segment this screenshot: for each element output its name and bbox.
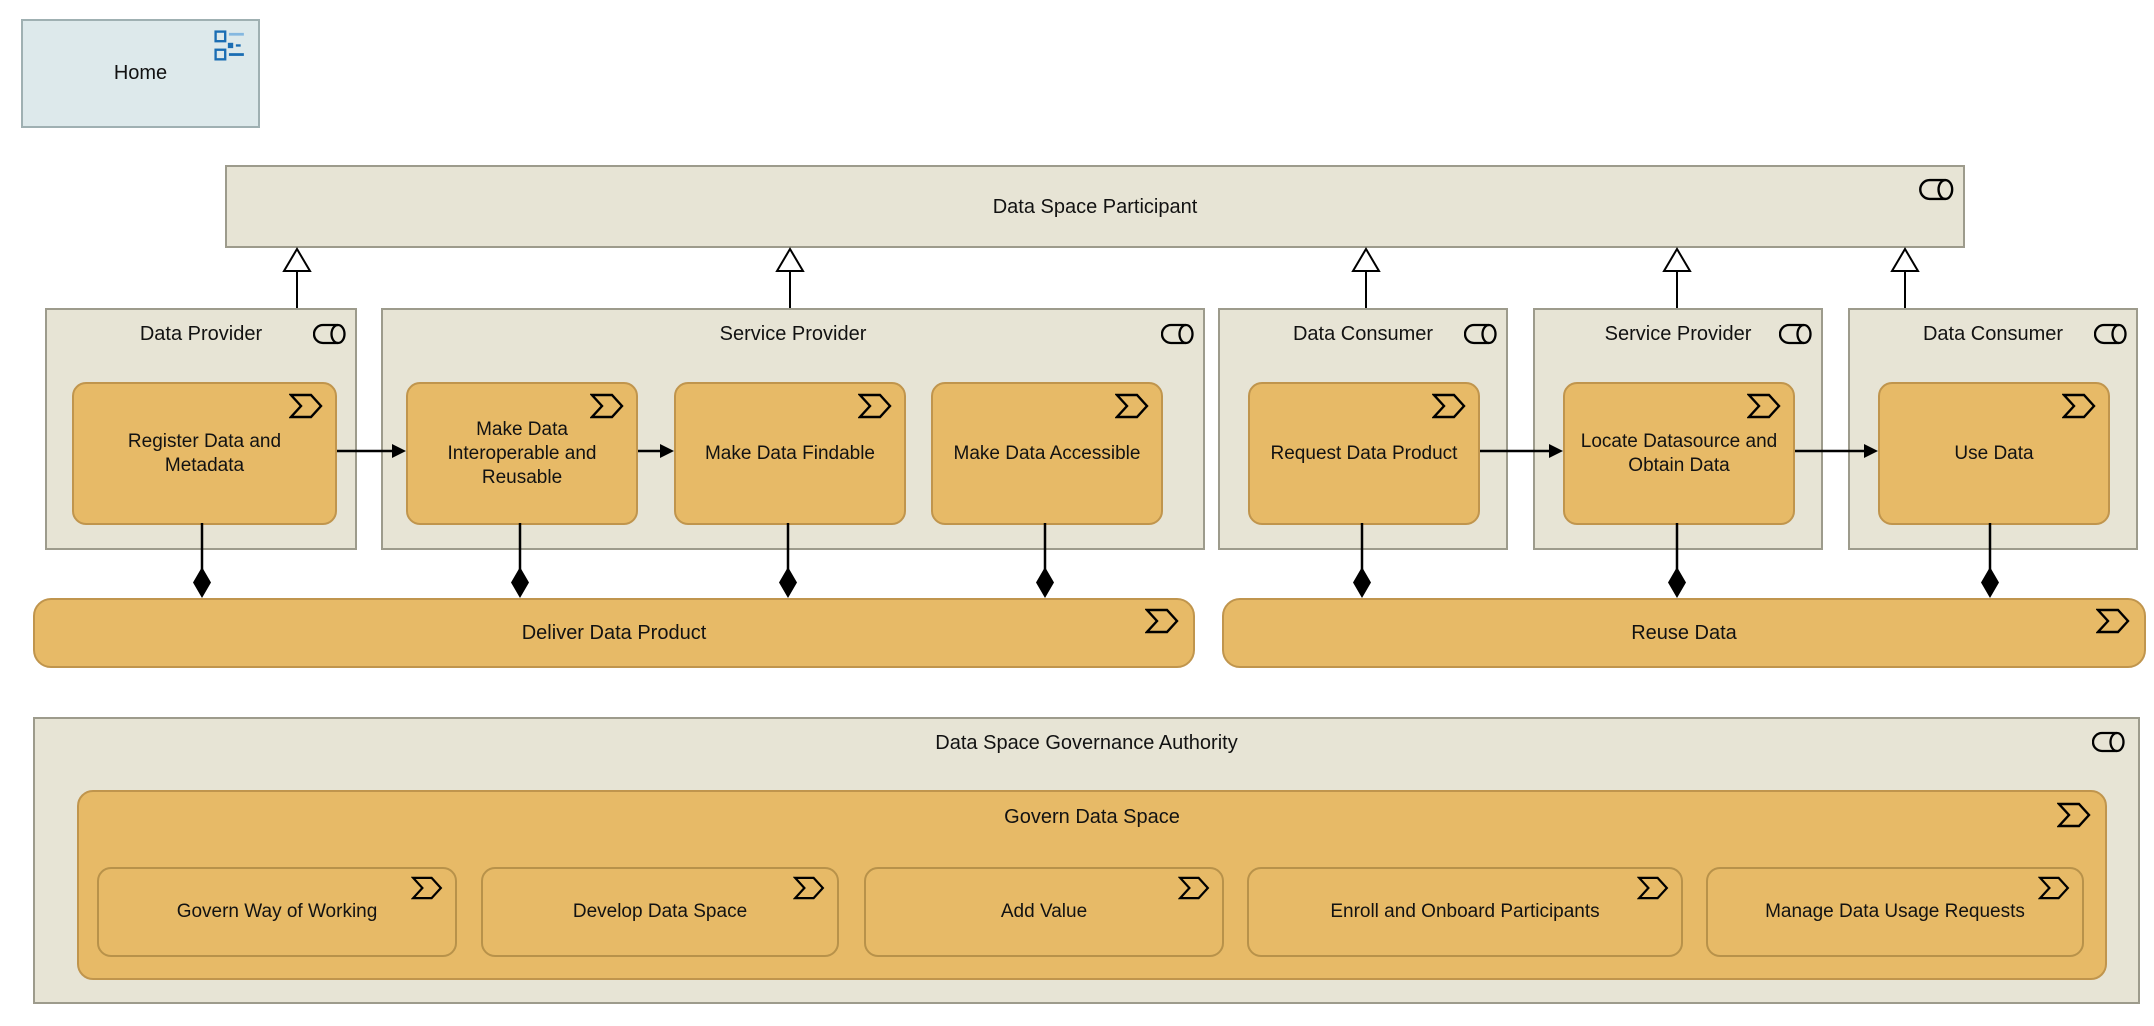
process-request-data-product[interactable]: Request Data Product [1248, 382, 1480, 525]
process-label: Register Data and Metadata [127, 430, 282, 476]
role-icon [1919, 178, 1954, 201]
process-icon [2062, 393, 2096, 419]
process-reuse-data[interactable]: Reuse Data [1222, 598, 2146, 668]
process-manage-data-usage-requests[interactable]: Manage Data Usage Requests [1706, 867, 2084, 957]
process-label: Make Data Accessible [953, 442, 1141, 464]
role-icon [2092, 731, 2125, 753]
process-icon [2038, 876, 2070, 900]
process-deliver-data-product[interactable]: Deliver Data Product [33, 598, 1195, 668]
diagram-view-icon [214, 30, 244, 61]
process-icon [590, 393, 624, 419]
process-label: Request Data Product [1270, 442, 1458, 464]
specialization-connector-data-consumer-1 [1351, 247, 1381, 308]
specialization-connector-data-consumer-2 [1890, 247, 1920, 308]
process-label: Reuse Data [1631, 622, 1737, 644]
process-label: Govern Data Space [1004, 806, 1180, 828]
specialization-connector-service-provider-2 [1662, 247, 1692, 308]
process-icon [2057, 802, 2091, 828]
process-icon [1637, 876, 1669, 900]
process-label: Deliver Data Product [521, 622, 707, 644]
role-data-provider[interactable]: Data Provider Register Data and Metadata [45, 308, 357, 550]
process-enroll-and-onboard-participants[interactable]: Enroll and Onboard Participants [1247, 867, 1683, 957]
process-make-data-findable[interactable]: Make Data Findable [674, 382, 906, 525]
process-govern-way-of-working[interactable]: Govern Way of Working [97, 867, 457, 957]
role-label: Service Provider [1604, 323, 1752, 345]
process-icon [1432, 393, 1466, 419]
role-service-provider-2[interactable]: Service Provider Locate Datasource and O… [1533, 308, 1823, 550]
role-label: Data Consumer [1292, 323, 1434, 345]
process-label: Develop Data Space [572, 901, 748, 922]
role-label: Service Provider [719, 323, 867, 345]
process-label: Make Data Interoperable and Reusable [447, 418, 597, 488]
process-icon [1115, 393, 1149, 419]
process-make-data-accessible[interactable]: Make Data Accessible [931, 382, 1163, 525]
role-data-space-participant[interactable]: Data Space Participant [225, 165, 1965, 248]
process-icon [1145, 608, 1179, 634]
role-icon [1464, 323, 1497, 345]
process-icon [793, 876, 825, 900]
process-label: Govern Way of Working [176, 901, 378, 922]
process-locate-datasource-and-obtain-data[interactable]: Locate Datasource and Obtain Data [1563, 382, 1795, 525]
process-label: Enroll and Onboard Participants [1330, 901, 1600, 922]
process-label: Make Data Findable [704, 442, 876, 464]
role-icon [1161, 323, 1194, 345]
process-icon [2096, 608, 2130, 634]
role-icon [2094, 323, 2127, 345]
role-data-consumer-2[interactable]: Data Consumer Use Data [1848, 308, 2138, 550]
process-label: Locate Datasource and Obtain Data [1580, 430, 1778, 476]
process-label: Add Value [1000, 901, 1088, 922]
home-node[interactable]: Home [21, 19, 260, 128]
process-icon [1747, 393, 1781, 419]
process-add-value[interactable]: Add Value [864, 867, 1224, 957]
process-icon [411, 876, 443, 900]
process-icon [1178, 876, 1210, 900]
role-label: Data Consumer [1922, 323, 2064, 345]
process-icon [289, 393, 323, 419]
role-icon [313, 323, 346, 345]
specialization-connector-service-provider-1 [775, 247, 805, 308]
role-data-consumer-1[interactable]: Data Consumer Request Data Product [1218, 308, 1508, 550]
specialization-connector-data-provider [282, 247, 312, 308]
process-use-data[interactable]: Use Data [1878, 382, 2110, 525]
role-label: Data Space Governance Authority [935, 732, 1238, 754]
process-develop-data-space[interactable]: Develop Data Space [481, 867, 839, 957]
role-data-space-governance-authority[interactable]: Data Space Governance Authority Govern D… [33, 717, 2140, 1004]
role-service-provider-1[interactable]: Service Provider Make Data Interoperable… [381, 308, 1205, 550]
role-label: Data Space Participant [992, 195, 1198, 218]
role-icon [1779, 323, 1812, 345]
process-icon [858, 393, 892, 419]
process-label: Manage Data Usage Requests [1765, 901, 2025, 922]
process-make-data-interoperable-and-reusable[interactable]: Make Data Interoperable and Reusable [406, 382, 638, 525]
process-label: Use Data [1954, 442, 2034, 464]
role-label: Data Provider [139, 323, 263, 345]
process-register-data-and-metadata[interactable]: Register Data and Metadata [72, 382, 337, 525]
home-label: Home [113, 62, 168, 84]
process-govern-data-space[interactable]: Govern Data Space Govern Way of Working … [77, 790, 2107, 980]
